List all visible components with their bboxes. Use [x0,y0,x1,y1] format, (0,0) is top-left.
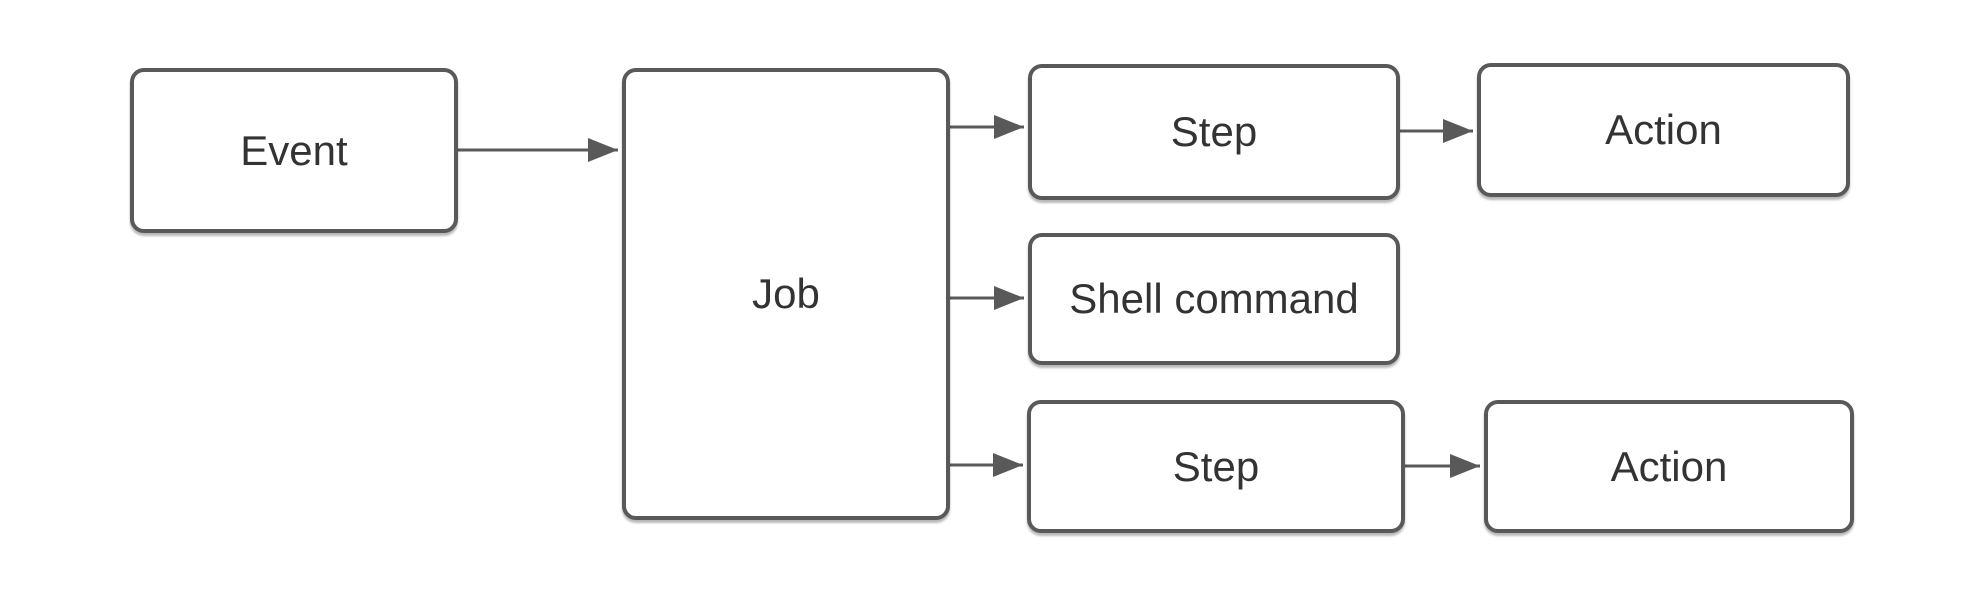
node-step-top: Step [1028,64,1400,200]
node-step-bottom: Step [1027,400,1405,533]
node-action-bottom: Action [1484,400,1854,533]
node-shell-command: Shell command [1028,233,1400,365]
node-shell-command-label: Shell command [1069,275,1359,322]
node-event-label: Event [240,126,348,174]
node-step-bottom-label: Step [1172,442,1260,490]
node-job: Job [622,68,950,520]
node-action-top: Action [1477,63,1850,197]
node-event: Event [130,68,458,233]
node-action-bottom-label: Action [1610,442,1728,490]
node-step-top-label: Step [1170,108,1258,155]
node-job-label: Job [752,270,820,317]
node-action-top-label: Action [1605,106,1722,153]
